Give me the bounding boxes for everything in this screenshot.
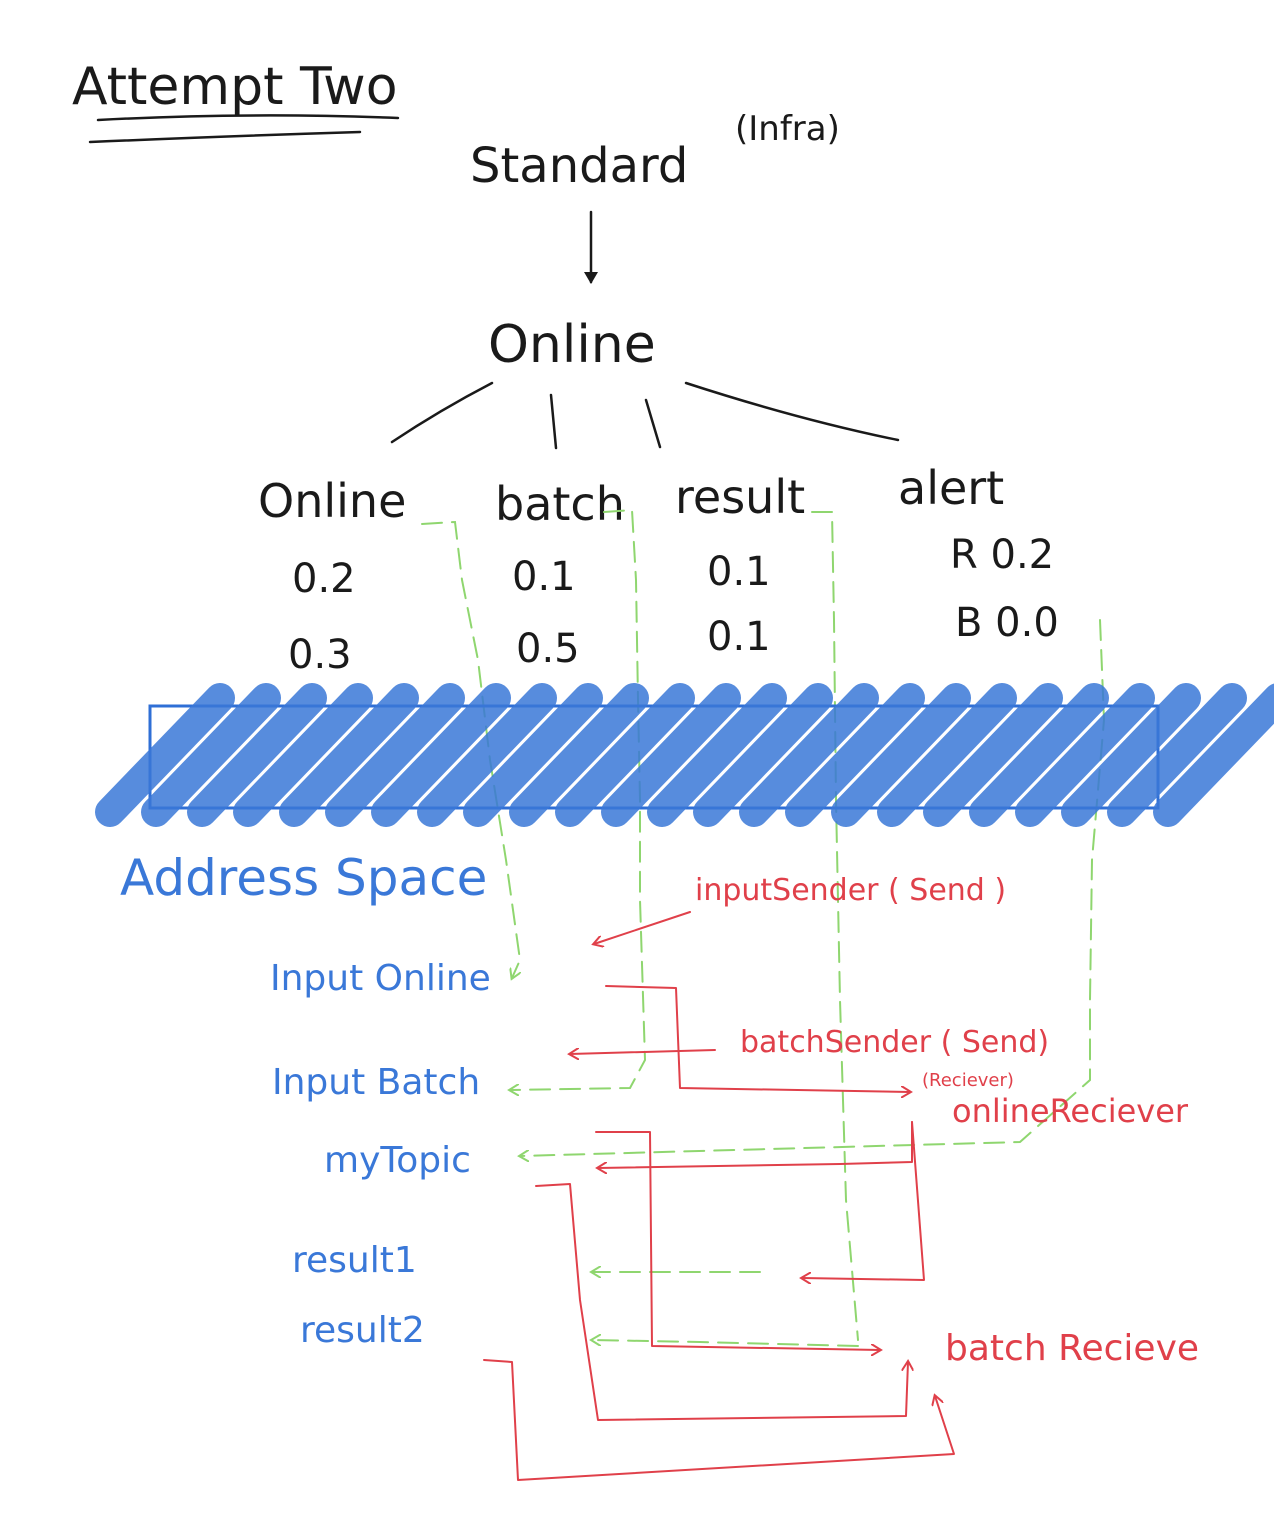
branch-to-alert bbox=[684, 381, 900, 442]
hatch-stroke bbox=[555, 683, 695, 827]
batch-sender-arrow bbox=[570, 1050, 716, 1054]
topic-value: B 0.0 bbox=[955, 600, 1059, 646]
hatch-stroke bbox=[417, 683, 557, 827]
address-space-band bbox=[95, 683, 1274, 827]
topic-value: 0.5 bbox=[516, 626, 580, 672]
topic-batch: batch 0.1 0.5 bbox=[495, 477, 625, 672]
hatch-stroke bbox=[509, 683, 649, 827]
component-connectors bbox=[483, 911, 955, 1481]
hatch-stroke bbox=[463, 683, 603, 827]
topic-online: Online 0.2 0.3 bbox=[258, 474, 406, 678]
hatch-stroke bbox=[325, 683, 465, 827]
hatch-stroke bbox=[1061, 683, 1201, 827]
batch-sender-label: batchSender ( Send) bbox=[740, 1025, 1049, 1060]
diagram-title: Attempt Two bbox=[72, 57, 398, 117]
address-item-result1: result1 bbox=[292, 1240, 417, 1281]
address-space-label: Address Space bbox=[120, 849, 487, 907]
result-topic-link bbox=[811, 511, 859, 1341]
topic-value: 0.1 bbox=[707, 614, 771, 660]
child-node-label: Online bbox=[488, 315, 656, 375]
mytopic-to-batch-receiver bbox=[535, 1183, 908, 1421]
hatch-stroke bbox=[969, 683, 1109, 827]
hatch-stroke bbox=[1153, 683, 1274, 827]
topic-result: result 0.1 0.1 bbox=[675, 470, 805, 660]
topic-name: Online bbox=[258, 474, 406, 528]
online-receiver-to-result1 bbox=[802, 1121, 925, 1280]
topic-value: R 0.2 bbox=[950, 532, 1054, 578]
input-batch-to-batch-receiver bbox=[595, 1131, 880, 1350]
online-receiver-to-mytopic bbox=[598, 1121, 913, 1168]
topic-value: 0.1 bbox=[707, 549, 771, 595]
hatch-stroke bbox=[1015, 683, 1155, 827]
topic-value: 0.2 bbox=[292, 556, 356, 602]
online-receiver-label: onlineReciever bbox=[952, 1092, 1189, 1130]
hatch-stroke bbox=[831, 683, 971, 827]
topic-value: 0.3 bbox=[288, 632, 352, 678]
batch-receiver-label: batch Recieve bbox=[945, 1328, 1199, 1369]
address-space-hatching bbox=[95, 683, 1274, 827]
address-item-result2: result2 bbox=[300, 1310, 425, 1351]
topic-name: result bbox=[675, 470, 805, 524]
input-sender-arrow bbox=[594, 911, 691, 944]
hatch-stroke bbox=[141, 683, 281, 827]
hatch-stroke bbox=[601, 683, 741, 827]
title-underline bbox=[96, 114, 400, 122]
hatch-stroke bbox=[95, 683, 235, 827]
branch-to-result bbox=[644, 398, 662, 449]
title-underline-second bbox=[88, 130, 362, 144]
root-node-note: (Infra) bbox=[735, 109, 840, 149]
hatch-stroke bbox=[647, 683, 787, 827]
hatch-stroke bbox=[371, 683, 511, 827]
topic-name: batch bbox=[495, 477, 625, 531]
hatch-stroke bbox=[187, 683, 327, 827]
result2-link bbox=[592, 1340, 859, 1347]
topic-value: 0.1 bbox=[512, 554, 576, 600]
online-receiver-note: (Reciever) bbox=[922, 1070, 1014, 1091]
topic-name: alert bbox=[898, 461, 1004, 515]
input-sender-label: inputSender ( Send ) bbox=[695, 873, 1006, 908]
hatch-stroke bbox=[693, 683, 833, 827]
branch-to-batch bbox=[549, 393, 558, 450]
input-online-to-online-receiver bbox=[605, 985, 910, 1092]
topic-alert: alert R 0.2 B 0.0 bbox=[898, 461, 1059, 646]
address-item-input-batch: Input Batch bbox=[272, 1062, 480, 1103]
hatch-stroke bbox=[233, 683, 373, 827]
hatch-stroke bbox=[923, 683, 1063, 827]
branch-to-online bbox=[390, 381, 494, 444]
hatch-stroke bbox=[1107, 683, 1247, 827]
hatch-stroke bbox=[739, 683, 879, 827]
root-node-label: Standard bbox=[470, 138, 688, 194]
hatch-stroke bbox=[279, 683, 419, 827]
hatch-stroke bbox=[785, 683, 925, 827]
address-item-input-online: Input Online bbox=[270, 958, 491, 999]
address-item-mytopic: myTopic bbox=[324, 1140, 471, 1181]
result2-to-batch-receiver bbox=[483, 1359, 955, 1481]
hatch-stroke bbox=[877, 683, 1017, 827]
